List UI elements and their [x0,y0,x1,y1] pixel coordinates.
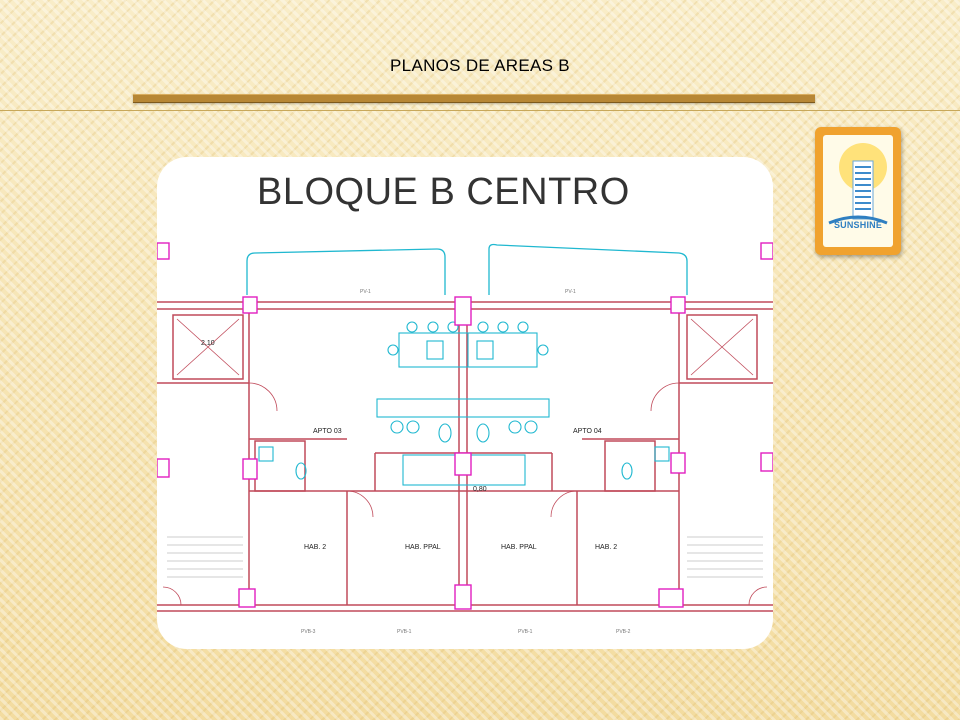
columns [157,242,773,610]
plan-title: BLOQUE B CENTRO [257,171,630,213]
label-pv-right: PV-1 [565,289,576,295]
sunshine-logo: SUNSHINE [815,127,901,255]
floor-plan-image: BLOQUE B CENTRO [157,157,773,649]
label-apto-04: APTO 04 [573,428,602,435]
logo-panel [823,135,893,247]
stairs [167,536,763,578]
building-sun-icon [828,143,888,225]
logo-wordmark: SUNSHINE [833,220,883,230]
title-divider-bar [133,94,815,103]
label-pvb-4: PVB-2 [616,629,631,635]
label-dimension-left: 2,10 [201,340,215,347]
label-pv-left: PV-1 [360,289,371,295]
balconies [246,243,688,295]
label-hab-ppal-left: HAB. PPAL [405,544,441,551]
label-dimension-center: 0,80 [473,486,487,493]
label-pvb-3: PVB-1 [518,629,533,635]
label-hab-2-left: HAB. 2 [304,544,326,551]
label-hab-2-right: HAB. 2 [595,544,617,551]
label-pvb-1: PVB-3 [301,629,316,635]
floor-plan-drawing: APTO 03 APTO 04 HAB. 2 HAB. PPAL HAB. PP… [157,242,773,635]
label-apto-03: APTO 03 [313,428,342,435]
shafts [176,318,754,376]
label-pvb-2: PVB-1 [397,629,412,635]
doors [162,382,768,606]
slide-title: PLANOS DE AREAS B [390,56,570,75]
fixtures [258,321,670,486]
label-hab-ppal-right: HAB. PPAL [501,544,537,551]
title-divider-thin [0,110,960,111]
